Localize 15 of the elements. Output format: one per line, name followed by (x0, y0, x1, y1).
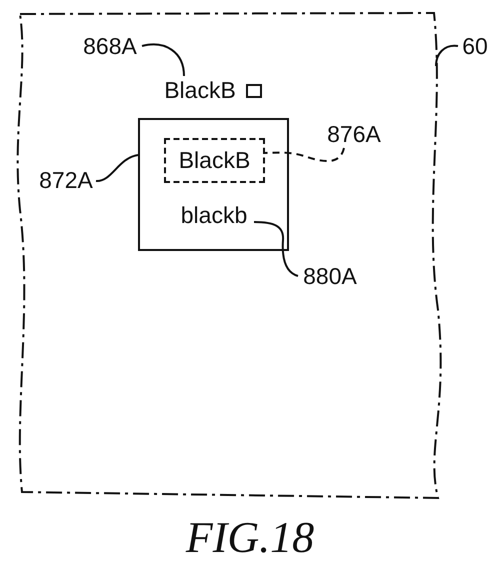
display-text: BlackB (164, 138, 265, 183)
leader-line (262, 148, 345, 162)
display-box (138, 118, 289, 251)
display-text: BlackB (158, 76, 242, 104)
reference-label: 868A (78, 32, 142, 60)
reference-label: 60 (458, 32, 492, 60)
leader-line (435, 44, 458, 66)
figure-caption: FIG.18 (184, 512, 316, 563)
reference-label: 880A (298, 262, 362, 290)
leader-line (254, 221, 298, 277)
leader-line (96, 154, 138, 182)
leader-line (142, 44, 185, 76)
reference-label: 872A (36, 166, 96, 194)
display-text: blackb (172, 200, 256, 230)
reference-label: 876A (323, 120, 385, 148)
